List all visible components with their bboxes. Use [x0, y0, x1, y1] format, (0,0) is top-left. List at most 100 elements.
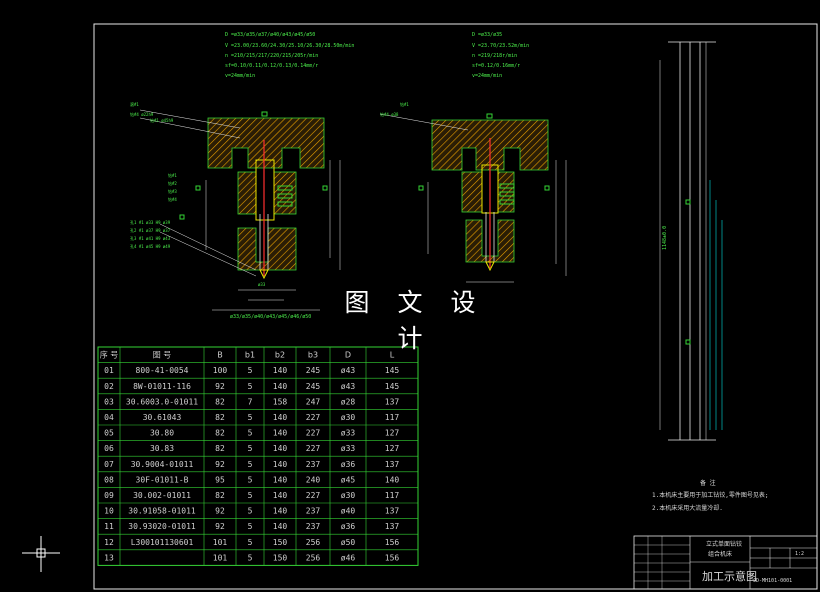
svg-text:n =219/218r/min: n =219/218r/min	[472, 53, 517, 59]
table-cell: 5	[248, 413, 253, 422]
table-cell: 245	[306, 382, 321, 391]
slide-rail: 1148±0.0	[659, 41, 723, 441]
table-cell: ø33	[341, 429, 356, 438]
table-cell: 5	[248, 444, 253, 453]
table-cell: 127	[385, 429, 400, 438]
table-header-cell: 图 号	[153, 351, 172, 360]
svg-text:1.本机床主要用于加工钻铰,零件图号见表;: 1.本机床主要用于加工钻铰,零件图号见表;	[652, 491, 768, 499]
table-cell: 150	[273, 553, 288, 562]
svg-text:1148±0.0: 1148±0.0	[662, 226, 668, 250]
table-cell: 30.9004-01011	[131, 460, 194, 469]
table-cell: 150	[273, 538, 288, 547]
table-cell: 140	[273, 491, 288, 500]
table-cell: 137	[385, 460, 400, 469]
left-assembly-view	[139, 109, 341, 311]
table-cell: 5	[248, 491, 253, 500]
table-cell: 92	[215, 460, 225, 469]
table-cell: 5	[248, 366, 253, 375]
svg-text:钻#1: 钻#1	[400, 101, 409, 107]
table-cell: ø43	[341, 366, 356, 375]
table-cell: 240	[306, 475, 321, 484]
table-cell: ø45	[341, 475, 356, 484]
svg-text:ø33: ø33	[258, 282, 266, 287]
table-cell: 5	[248, 475, 253, 484]
table-cell: ø43	[341, 382, 356, 391]
table-cell: 100	[213, 366, 228, 375]
notes-block: 备 注 1.本机床主要用于加工钻铰,零件图号见表; 2.本机床采用大流量冷却.	[652, 479, 768, 512]
table-header-cell: b3	[308, 351, 318, 360]
table-cell: 06	[104, 444, 114, 453]
table-cell: 04	[104, 413, 114, 422]
table-header-cell: L	[390, 351, 395, 360]
svg-text:D =ø33/ø35/ø37/ø40/ø43/ø45/ø50: D =ø33/ø35/ø37/ø40/ø43/ø45/ø50	[225, 32, 315, 38]
svg-text:钻#1: 钻#1	[168, 172, 177, 178]
table-cell: 03	[104, 397, 114, 406]
svg-text:备 注: 备 注	[700, 479, 716, 487]
table-cell: 117	[385, 491, 400, 500]
svg-text:v=24mm/min: v=24mm/min	[225, 73, 255, 79]
table-header-cell: B	[217, 351, 223, 360]
svg-text:孔2 #1 ø37 H9 ø37: 孔2 #1 ø37 H9 ø37	[130, 227, 171, 233]
table-cell: ø40	[341, 507, 356, 516]
table-cell: 08	[104, 475, 114, 484]
table-cell: 07	[104, 460, 114, 469]
table-cell: ø46	[341, 553, 356, 562]
svg-text:n =210/215/217/220/215/205r/mi: n =210/215/217/220/215/205r/min	[225, 53, 318, 59]
table-cell: 5	[248, 429, 253, 438]
svg-text:钻#4: 钻#4	[168, 196, 177, 202]
table-cell: 7	[248, 397, 253, 406]
table-cell: 156	[385, 538, 400, 547]
svg-text:钻#1 ø45h9: 钻#1 ø45h9	[150, 117, 174, 123]
table-cell: 82	[215, 444, 225, 453]
table-cell: 137	[385, 397, 400, 406]
svg-text:1:2: 1:2	[795, 551, 804, 557]
table-cell: 140	[273, 444, 288, 453]
table-cell: 82	[215, 397, 225, 406]
table-cell: 5	[248, 460, 253, 469]
table-cell: 237	[306, 460, 321, 469]
table-cell: ø30	[341, 491, 356, 500]
table-cell: 05	[104, 429, 114, 438]
svg-text:孔4 #1 ø45 H9 ø49: 孔4 #1 ø45 H9 ø49	[130, 243, 171, 249]
table-cell: 10	[104, 507, 114, 516]
table-cell: 02	[104, 382, 114, 391]
spec-text-right: D =ø33/ø35 V =23.70/23.52m/min n =219/21…	[472, 32, 529, 79]
crosshair-cursor-icon	[22, 536, 60, 572]
table-cell: ø36	[341, 522, 356, 531]
table-header-cell: 序 号	[100, 350, 119, 360]
table-cell: 82	[215, 429, 225, 438]
table-cell: 5	[248, 553, 253, 562]
table-cell: 800-41-0054	[136, 366, 189, 375]
table-cell: 5	[248, 507, 253, 516]
table-cell: 8W-01011-116	[133, 382, 191, 391]
table-cell: 140	[273, 522, 288, 531]
svg-text:孔3 #1 ø41 H9 ø43: 孔3 #1 ø41 H9 ø43	[130, 235, 171, 241]
table-cell: 5	[248, 382, 253, 391]
svg-text:JD-MH101-0001: JD-MH101-0001	[753, 578, 792, 584]
svg-text:加工示意图: 加工示意图	[702, 569, 757, 583]
table-cell: 227	[306, 413, 321, 422]
table-cell: 30.80	[150, 429, 174, 438]
svg-text:2.本机床采用大流量冷却.: 2.本机床采用大流量冷却.	[652, 504, 723, 512]
table-cell: ø30	[341, 413, 356, 422]
table-cell: 82	[215, 491, 225, 500]
svg-text:钻#4 ø22h9: 钻#4 ø22h9	[130, 111, 154, 117]
table-cell: 127	[385, 444, 400, 453]
table-cell: 101	[213, 538, 228, 547]
table-cell: 256	[306, 553, 321, 562]
table-cell: 30F-01011-B	[136, 475, 189, 484]
svg-text:V =23.00/23.60/24.30/25.10/26.: V =23.00/23.60/24.30/25.10/26.30/28.50m/…	[225, 43, 354, 49]
drawing-frame	[93, 23, 818, 590]
table-cell: 13	[104, 553, 114, 562]
table-cell: 30.91058-01011	[128, 507, 196, 516]
table-cell: 140	[273, 429, 288, 438]
table-cell: 82	[215, 413, 225, 422]
table-cell: 140	[385, 475, 400, 484]
table-cell: 247	[306, 397, 321, 406]
table-cell: 140	[273, 366, 288, 375]
table-cell: ø50	[341, 538, 356, 547]
table-cell: 117	[385, 413, 400, 422]
table-cell: 145	[385, 366, 400, 375]
